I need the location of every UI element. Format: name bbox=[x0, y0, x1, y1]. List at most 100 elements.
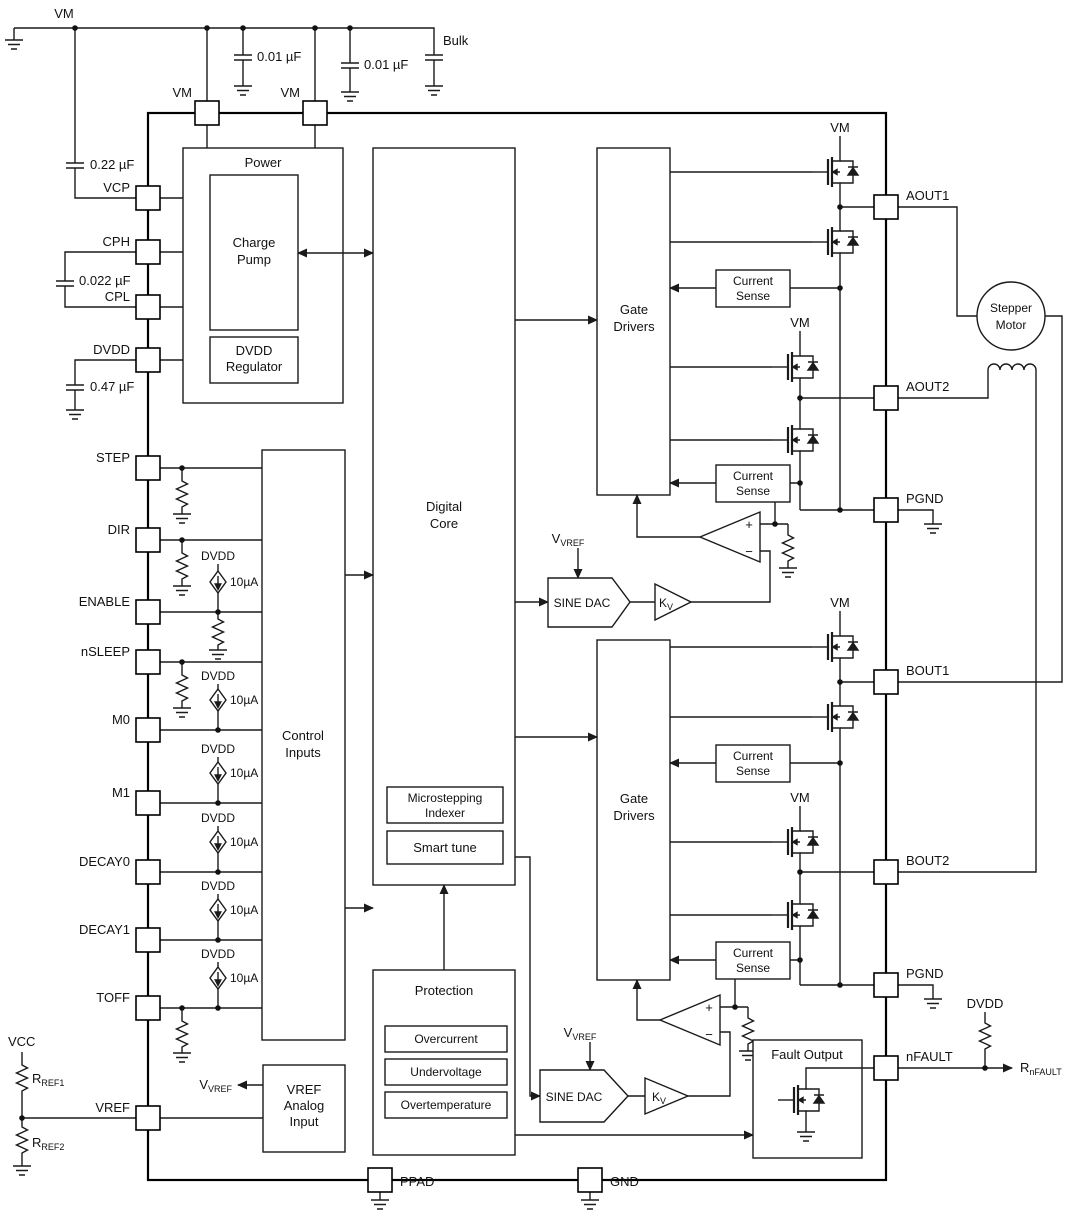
junction-dot bbox=[837, 982, 843, 988]
pin-toff bbox=[135, 995, 161, 1021]
pin-label-dir: DIR bbox=[108, 522, 130, 537]
ground-symbol bbox=[172, 707, 192, 718]
junction-dot bbox=[179, 537, 185, 543]
fault-output-block: Fault Output bbox=[752, 1039, 874, 1159]
comparator-to-driver-wire bbox=[632, 979, 660, 1021]
current-sense-label: Sense bbox=[736, 289, 770, 303]
power-title: Power bbox=[245, 155, 283, 170]
control-inputs-label: Inputs bbox=[285, 745, 321, 760]
wire bbox=[181, 468, 219, 1053]
pulldown-resistor-enable bbox=[211, 615, 225, 649]
top-supply-network: VM 0.01 µF 0.01 µF Bulk VM VM 0.22 µF bbox=[4, 6, 469, 199]
wire bbox=[13, 27, 435, 199]
ground-symbol bbox=[370, 1199, 390, 1210]
pin-m1 bbox=[135, 790, 161, 816]
cap-value-label: 0.022 µF bbox=[79, 273, 131, 288]
pin-gnd bbox=[577, 1167, 603, 1193]
core-to-sine-dac-b-wire bbox=[515, 856, 541, 1101]
current-sense-label: Current bbox=[733, 469, 774, 483]
bias-current-label: 10µA bbox=[230, 971, 258, 985]
cap-value-label: 0.22 µF bbox=[90, 157, 134, 172]
bottom-ground-network bbox=[370, 1192, 600, 1210]
overcurrent-label: Overcurrent bbox=[414, 1032, 478, 1046]
pin-label-pgnd-1: PGND bbox=[906, 491, 944, 506]
pin-aout2 bbox=[873, 385, 899, 411]
pin-label-vcp: VCP bbox=[103, 180, 130, 195]
vm-label: VM bbox=[830, 120, 850, 135]
comparator-minus-label: − bbox=[745, 544, 753, 559]
current-sense-b1-block bbox=[715, 744, 791, 783]
junction-dot bbox=[215, 727, 221, 733]
pin-label-m0: M0 bbox=[112, 712, 130, 727]
stepper-motor-label: Stepper bbox=[990, 301, 1032, 315]
wire bbox=[805, 1067, 874, 1132]
ground-symbol bbox=[12, 1165, 32, 1176]
vm-rail-label: VM bbox=[54, 6, 74, 21]
dvdd-label: DVDD bbox=[201, 811, 235, 825]
sine-dac-label: SINE DAC bbox=[554, 596, 611, 610]
digital-core-block: Digital Core Microstepping Indexer Smart… bbox=[372, 147, 516, 886]
dvdd-regulator-label: DVDD bbox=[236, 343, 273, 358]
pulldown-resistor-nsleep bbox=[175, 671, 189, 705]
charge-pump-label: Pump bbox=[237, 252, 271, 267]
pin-aout1 bbox=[873, 194, 899, 220]
capacitor-decoupling-1 bbox=[233, 47, 253, 66]
output-bridge-a: Current Sense Current Sense VM VM bbox=[715, 120, 874, 511]
pin-label-decay0: DECAY0 bbox=[79, 854, 130, 869]
vref-analog-input-label: VREF bbox=[287, 1082, 322, 1097]
nfault-pullup-resistor bbox=[978, 1019, 992, 1053]
pin-vref bbox=[135, 1105, 161, 1131]
current-regulation-b: SINE DAC KV + − VVREF bbox=[539, 979, 778, 1136]
package-pins bbox=[135, 100, 899, 1193]
overtemperature-item bbox=[384, 1091, 508, 1119]
current-sense-a2-block bbox=[715, 464, 791, 503]
junction-dot bbox=[797, 395, 803, 401]
kv-gain-b bbox=[644, 1076, 690, 1116]
current-comparator-b bbox=[658, 993, 721, 1047]
vm-label: VM bbox=[790, 315, 810, 330]
junction-dot bbox=[312, 25, 318, 31]
bias-current-label: 10µA bbox=[230, 903, 258, 917]
pin-label-nfault: nFAULT bbox=[906, 1049, 953, 1064]
microstepping-indexer-label: Microstepping bbox=[408, 791, 483, 805]
pin-label-ppad: PPAD bbox=[400, 1174, 434, 1189]
junction-dot bbox=[837, 760, 843, 766]
mosfet-aout2-high bbox=[770, 343, 820, 391]
digital-core-label: Digital bbox=[426, 499, 462, 514]
gate-drivers-b-block: Gate Drivers bbox=[596, 639, 671, 981]
cap-value-label: 0.01 µF bbox=[364, 57, 408, 72]
digital-core-label: Core bbox=[430, 516, 458, 531]
power-block: Power Charge Pump DVDD Regulator bbox=[182, 147, 344, 404]
sine-dac-a bbox=[547, 577, 631, 628]
gate-drive-wires bbox=[670, 171, 812, 916]
comparator-plus-label: + bbox=[705, 1000, 713, 1015]
sense-resistor-b bbox=[741, 1014, 755, 1048]
bias-current-label: 10µA bbox=[230, 575, 258, 589]
dvdd-label: DVDD bbox=[201, 742, 235, 756]
capacitor-vcp bbox=[65, 155, 85, 174]
digital-core-outline bbox=[372, 147, 516, 886]
vvref-signal-label: VVREF bbox=[199, 1077, 232, 1094]
junction-dots bbox=[19, 25, 988, 1121]
junction-dot bbox=[797, 480, 803, 486]
gate-drivers-label: Drivers bbox=[613, 808, 655, 823]
junction-dot bbox=[837, 204, 843, 210]
junction-dot bbox=[797, 957, 803, 963]
kv-gain-a bbox=[654, 582, 693, 622]
pin-label-gnd: GND bbox=[610, 1174, 639, 1189]
microstepping-indexer-label: Indexer bbox=[425, 806, 465, 820]
junction-dot bbox=[837, 679, 843, 685]
junction-dot bbox=[215, 800, 221, 806]
ground-symbol bbox=[778, 567, 798, 578]
output-bridge-b: Current Sense Current Sense VM VM bbox=[715, 595, 874, 986]
capacitor-decoupling-2 bbox=[340, 55, 360, 74]
current-sense-label: Current bbox=[733, 274, 774, 288]
wire bbox=[21, 251, 136, 1166]
junction-dot bbox=[240, 25, 246, 31]
pin-ppad bbox=[367, 1167, 393, 1193]
current-source-toff bbox=[209, 966, 227, 990]
control-inputs-outline bbox=[261, 449, 346, 1041]
ground-symbol bbox=[172, 513, 192, 524]
ground-symbol bbox=[172, 585, 192, 596]
